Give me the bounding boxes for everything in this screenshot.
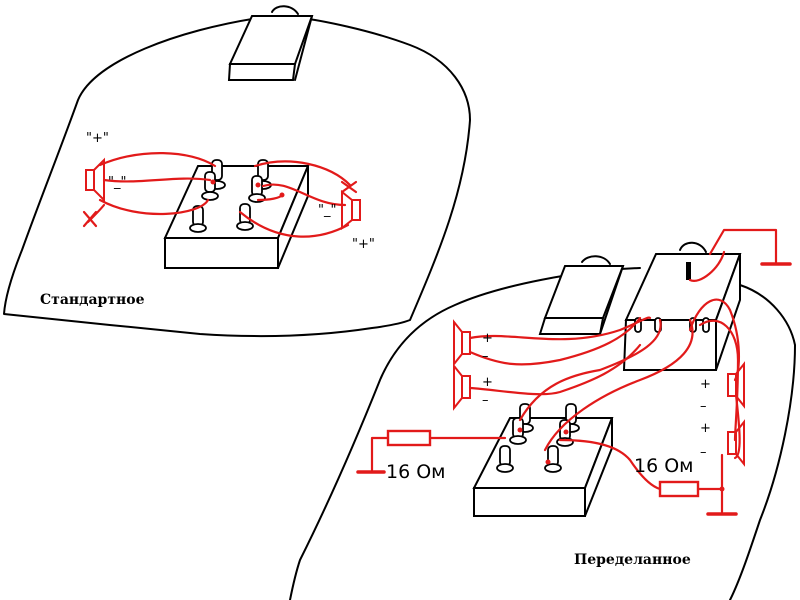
modified-left-resistor [386,429,432,447]
standard-diagram: "+" "_" "_" "+" Стандартное [3,5,471,337]
modified-right-bottom-plus: + [700,421,711,436]
modified-left-top-minus: – [482,349,489,364]
modified-right-resistor-value: 16 Ом [634,455,694,477]
modified-terminal-block [472,403,614,517]
modified-left-bottom-plus: + [482,375,493,390]
modified-left-top-speaker-icon [453,319,471,367]
standard-left-plus-mark: "+" [86,131,109,146]
standard-right-plus-mark: "+" [352,237,375,252]
modified-left-bottom-minus: – [482,393,489,408]
standard-left-minus-mark: "_" [108,175,126,190]
standard-right-speaker-icon [341,189,361,231]
modified-right-bottom-minus: – [700,445,707,460]
modified-body-outline [289,267,641,600]
modified-top-connector [538,255,625,335]
modified-caption: Переделанное [574,552,691,568]
modified-right-top-plus: + [700,377,711,392]
standard-caption: Стандартное [40,292,145,308]
modified-right-resistor [658,480,700,498]
modified-left-resistor-value: 16 Ом [386,461,446,483]
standard-top-connector [227,5,314,81]
modified-right-top-minus: – [700,399,707,414]
modified-diagram: + – + – + – + – 16 Ом 16 Ом Переделанное [289,228,796,600]
modified-wiring [356,228,792,516]
standard-terminal-block [163,165,310,269]
modified-left-bottom-speaker-icon [453,363,471,411]
standard-left-speaker-icon [85,157,105,203]
modified-left-top-plus: + [482,331,493,346]
standard-right-minus-mark: "_" [318,203,336,218]
standard-wiring [82,152,358,238]
standard-body-outline [3,17,471,337]
